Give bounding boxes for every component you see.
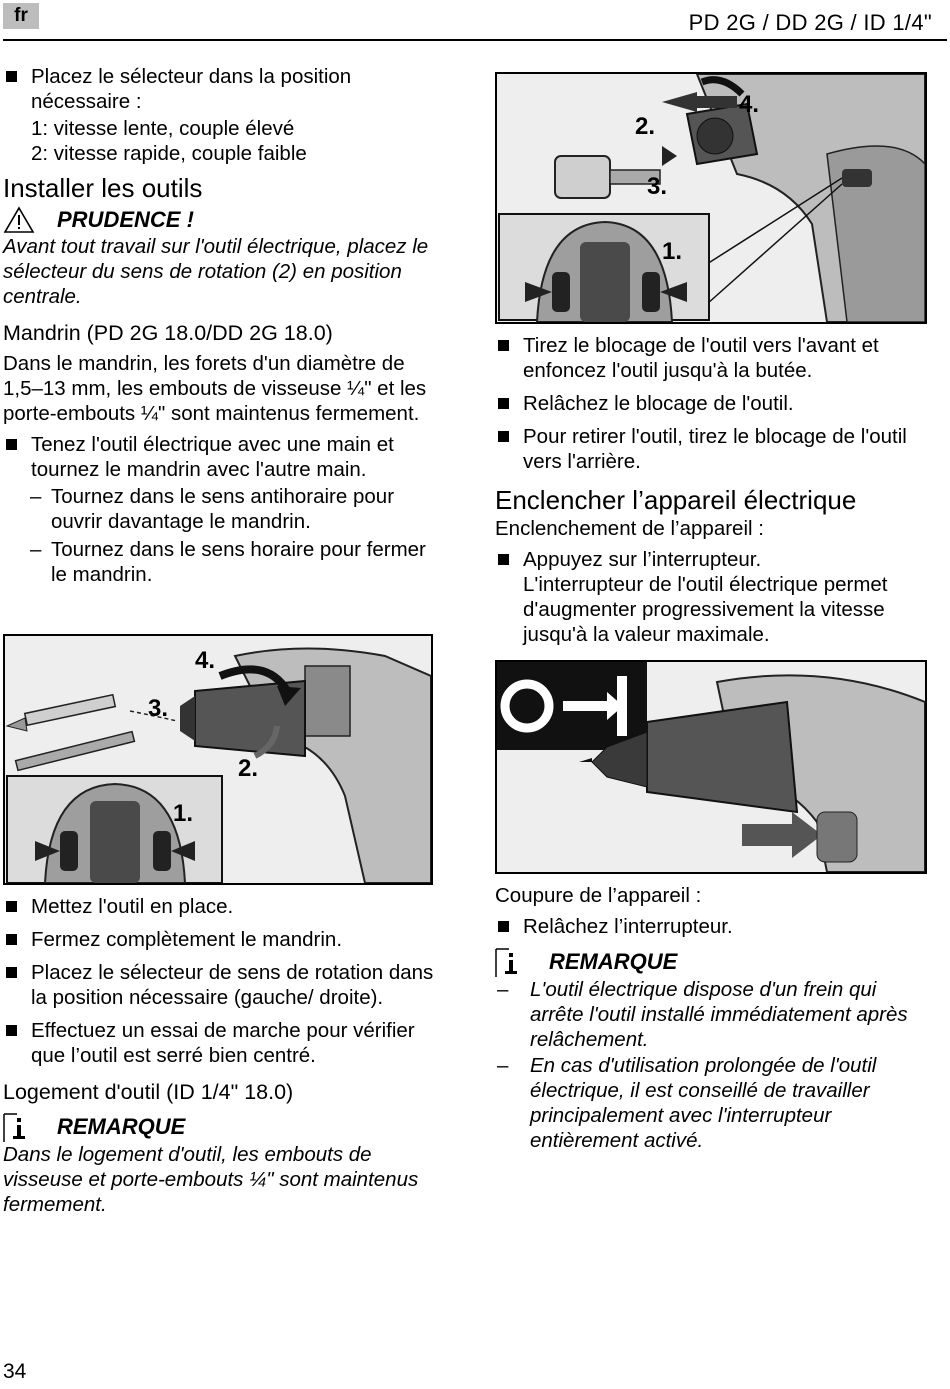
- step-label: 1.: [662, 238, 682, 265]
- switch-heading: Enclencher l’appareil électrique: [495, 485, 857, 515]
- speed-2-line: 2: vitesse rapide, couple faible: [31, 142, 307, 165]
- left-column-top: Placez le sélecteur dans la position néc…: [3, 64, 443, 590]
- test-run-bullet: Effectuez un essai de marche pour vérifi…: [3, 1018, 443, 1068]
- switch-off-label: Coupure de l’appareil :: [495, 884, 702, 907]
- holder-heading: Logement d'outil (ID 1/4" 18.0): [3, 1080, 294, 1104]
- step-label: 2.: [635, 113, 655, 140]
- chuck-heading: Mandrin (PD 2G 18.0/DD 2G 18.0): [3, 321, 333, 345]
- info-icon: [3, 1113, 25, 1142]
- drill-chuck-graphic: 4. 3. 2. 1.: [5, 636, 431, 883]
- press-switch-bullet: Appuyez sur l’interrupteur.: [495, 547, 935, 572]
- release-switch-bullet: Relâchez l’interrupteur.: [495, 914, 935, 939]
- note-text: Dans le logement d'outil, les embouts de…: [3, 1143, 419, 1216]
- caution-text: Avant tout travail sur l'outil électriqu…: [3, 235, 429, 308]
- step-label: 4.: [195, 647, 215, 674]
- right-column-bottom: Coupure de l’appareil : Relâchez l’inter…: [495, 883, 935, 1154]
- tool-holder-illustration: 2. 4. 3. 1.: [495, 72, 927, 324]
- press-switch-text: L'interrupteur de l'outil électrique per…: [523, 573, 888, 646]
- language-badge: fr: [3, 3, 39, 29]
- selector-bullet: Placez le sélecteur dans la position néc…: [3, 64, 443, 114]
- info-icon: [495, 948, 517, 977]
- speed-1-line: 1: vitesse lente, couple élevé: [31, 117, 295, 140]
- hold-bullet: Tenez l'outil électrique avec une main e…: [3, 432, 443, 482]
- note-prolonged-text: En cas d'utilisation prolongée de l'outi…: [530, 1054, 877, 1152]
- note-label: REMARQUE: [549, 949, 678, 974]
- switch-illustration: [495, 660, 927, 874]
- chuck-illustration: 4. 3. 2. 1.: [3, 634, 433, 885]
- step-label: 1.: [173, 800, 193, 827]
- note-brake: – L'outil électrique dispose d'un frein …: [495, 977, 935, 1052]
- dash-mark: –: [497, 978, 509, 1001]
- direction-bullet: Placez le sélecteur de sens de rotation …: [3, 960, 443, 1010]
- step-label: 3.: [148, 695, 168, 722]
- dash-close: – Tournez dans le sens horaire pour ferm…: [3, 537, 443, 587]
- install-heading: Installer les outils: [3, 173, 203, 203]
- left-column-bottom: Mettez l'outil en place. Fermez complète…: [3, 894, 443, 1223]
- dash-open: – Tournez dans le sens antihoraire pour …: [3, 484, 443, 534]
- warning-triangle-icon: [3, 206, 35, 233]
- remove-tool-bullet: Pour retirer l'outil, tirez le blocage d…: [495, 424, 935, 474]
- header-divider: [3, 39, 947, 41]
- chuck-text: Dans le mandrin, les forets d'un diamètr…: [3, 352, 427, 425]
- dash-mark: –: [497, 1054, 509, 1077]
- model-title: PD 2G / DD 2G / ID 1/4": [688, 10, 932, 35]
- note-prolonged: – En cas d'utilisation prolongée de l'ou…: [495, 1053, 935, 1153]
- page-number: 34: [3, 1360, 27, 1383]
- switch-on-label: Enclenchement de l’appareil :: [495, 517, 764, 540]
- release-lock-bullet: Relâchez le blocage de l'outil.: [495, 391, 935, 416]
- switch-graphic: [497, 662, 925, 872]
- note-brake-text: L'outil électrique dispose d'un frein qu…: [530, 978, 908, 1051]
- note-label: REMARQUE: [57, 1114, 186, 1139]
- insert-bullet: Mettez l'outil en place.: [3, 894, 443, 919]
- caution-label: PRUDENCE !: [57, 207, 194, 232]
- right-column-middle: Tirez le blocage de l'outil vers l'avant…: [495, 333, 935, 647]
- close-chuck-bullet: Fermez complètement le mandrin.: [3, 927, 443, 952]
- note-header: REMARQUE: [495, 947, 935, 977]
- dash-mark: –: [30, 485, 42, 508]
- tool-holder-graphic: 2. 4. 3. 1.: [497, 74, 925, 322]
- dash-close-text: Tournez dans le sens horaire pour fermer…: [51, 538, 426, 586]
- caution-header: PRUDENCE !: [3, 206, 443, 234]
- step-label: 2.: [238, 755, 258, 782]
- pull-lock-bullet: Tirez le blocage de l'outil vers l'avant…: [495, 333, 935, 383]
- dash-open-text: Tournez dans le sens antihoraire pour ou…: [51, 485, 395, 533]
- step-label: 4.: [739, 91, 759, 118]
- step-label: 3.: [647, 173, 667, 200]
- dash-mark: –: [30, 538, 42, 561]
- note-header: REMARQUE: [3, 1112, 443, 1142]
